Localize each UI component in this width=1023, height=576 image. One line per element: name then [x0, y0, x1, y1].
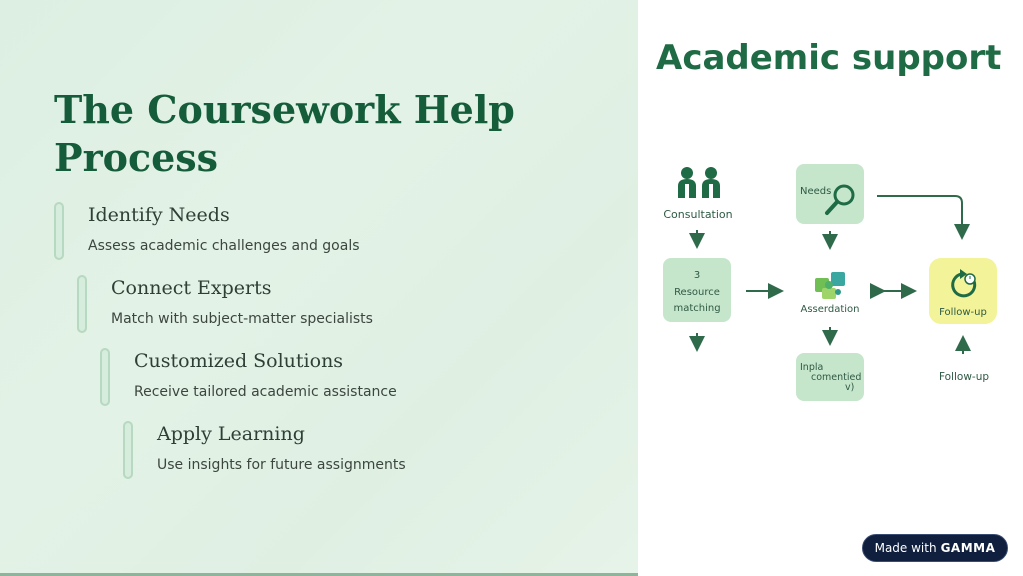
badge-prefix: Made with — [874, 541, 937, 555]
implementation-label-line2: comentied — [811, 372, 861, 383]
left-panel — [0, 0, 638, 576]
puzzle-icon — [815, 272, 845, 299]
magnifier-icon — [825, 184, 855, 215]
refresh-clock-icon — [951, 269, 977, 298]
implementation-label-line1: Inpla — [800, 362, 823, 373]
resource-label-line1: Resource — [674, 287, 720, 298]
resource-matching-node — [663, 258, 731, 322]
needs-label: Needs — [800, 186, 831, 197]
step-title: Identify Needs — [88, 204, 230, 226]
arrow-needs-to-follow-up — [877, 195, 970, 240]
follow-up-node — [929, 258, 997, 324]
slide-title: The Coursework Help Process — [54, 87, 515, 180]
follow-up-box-label: Follow-up — [939, 307, 987, 318]
step-description: Use insights for future assignments — [157, 457, 406, 473]
step-bar — [77, 275, 87, 333]
resource-label-line2: matching — [673, 303, 720, 314]
consultation-label: Consultation — [663, 208, 732, 221]
resource-number: 3 — [694, 270, 700, 281]
implementation-label-line3: v) — [845, 382, 854, 393]
step-description: Assess academic challenges and goals — [88, 238, 360, 254]
step-title: Customized Solutions — [134, 350, 344, 372]
bottom-divider — [0, 573, 638, 576]
made-with-gamma-badge[interactable]: Made with GAMMA — [862, 534, 1008, 562]
step-bar — [123, 421, 133, 479]
follow-up-bottom-label: Follow-up — [939, 371, 989, 383]
step-description: Match with subject-matter specialists — [111, 311, 373, 327]
needs-node — [796, 164, 864, 224]
people-icon — [678, 167, 720, 198]
step-title: Apply Learning — [157, 423, 305, 445]
asserdation-label: Asserdation — [801, 304, 860, 315]
gamma-logo: GAMMA — [940, 541, 996, 555]
diagram-title: Academic support — [656, 38, 1002, 78]
step-title: Connect Experts — [111, 277, 272, 299]
step-bar — [100, 348, 110, 406]
implementation-node — [796, 353, 864, 401]
step-bar — [54, 202, 64, 260]
step-description: Receive tailored academic assistance — [134, 384, 397, 400]
